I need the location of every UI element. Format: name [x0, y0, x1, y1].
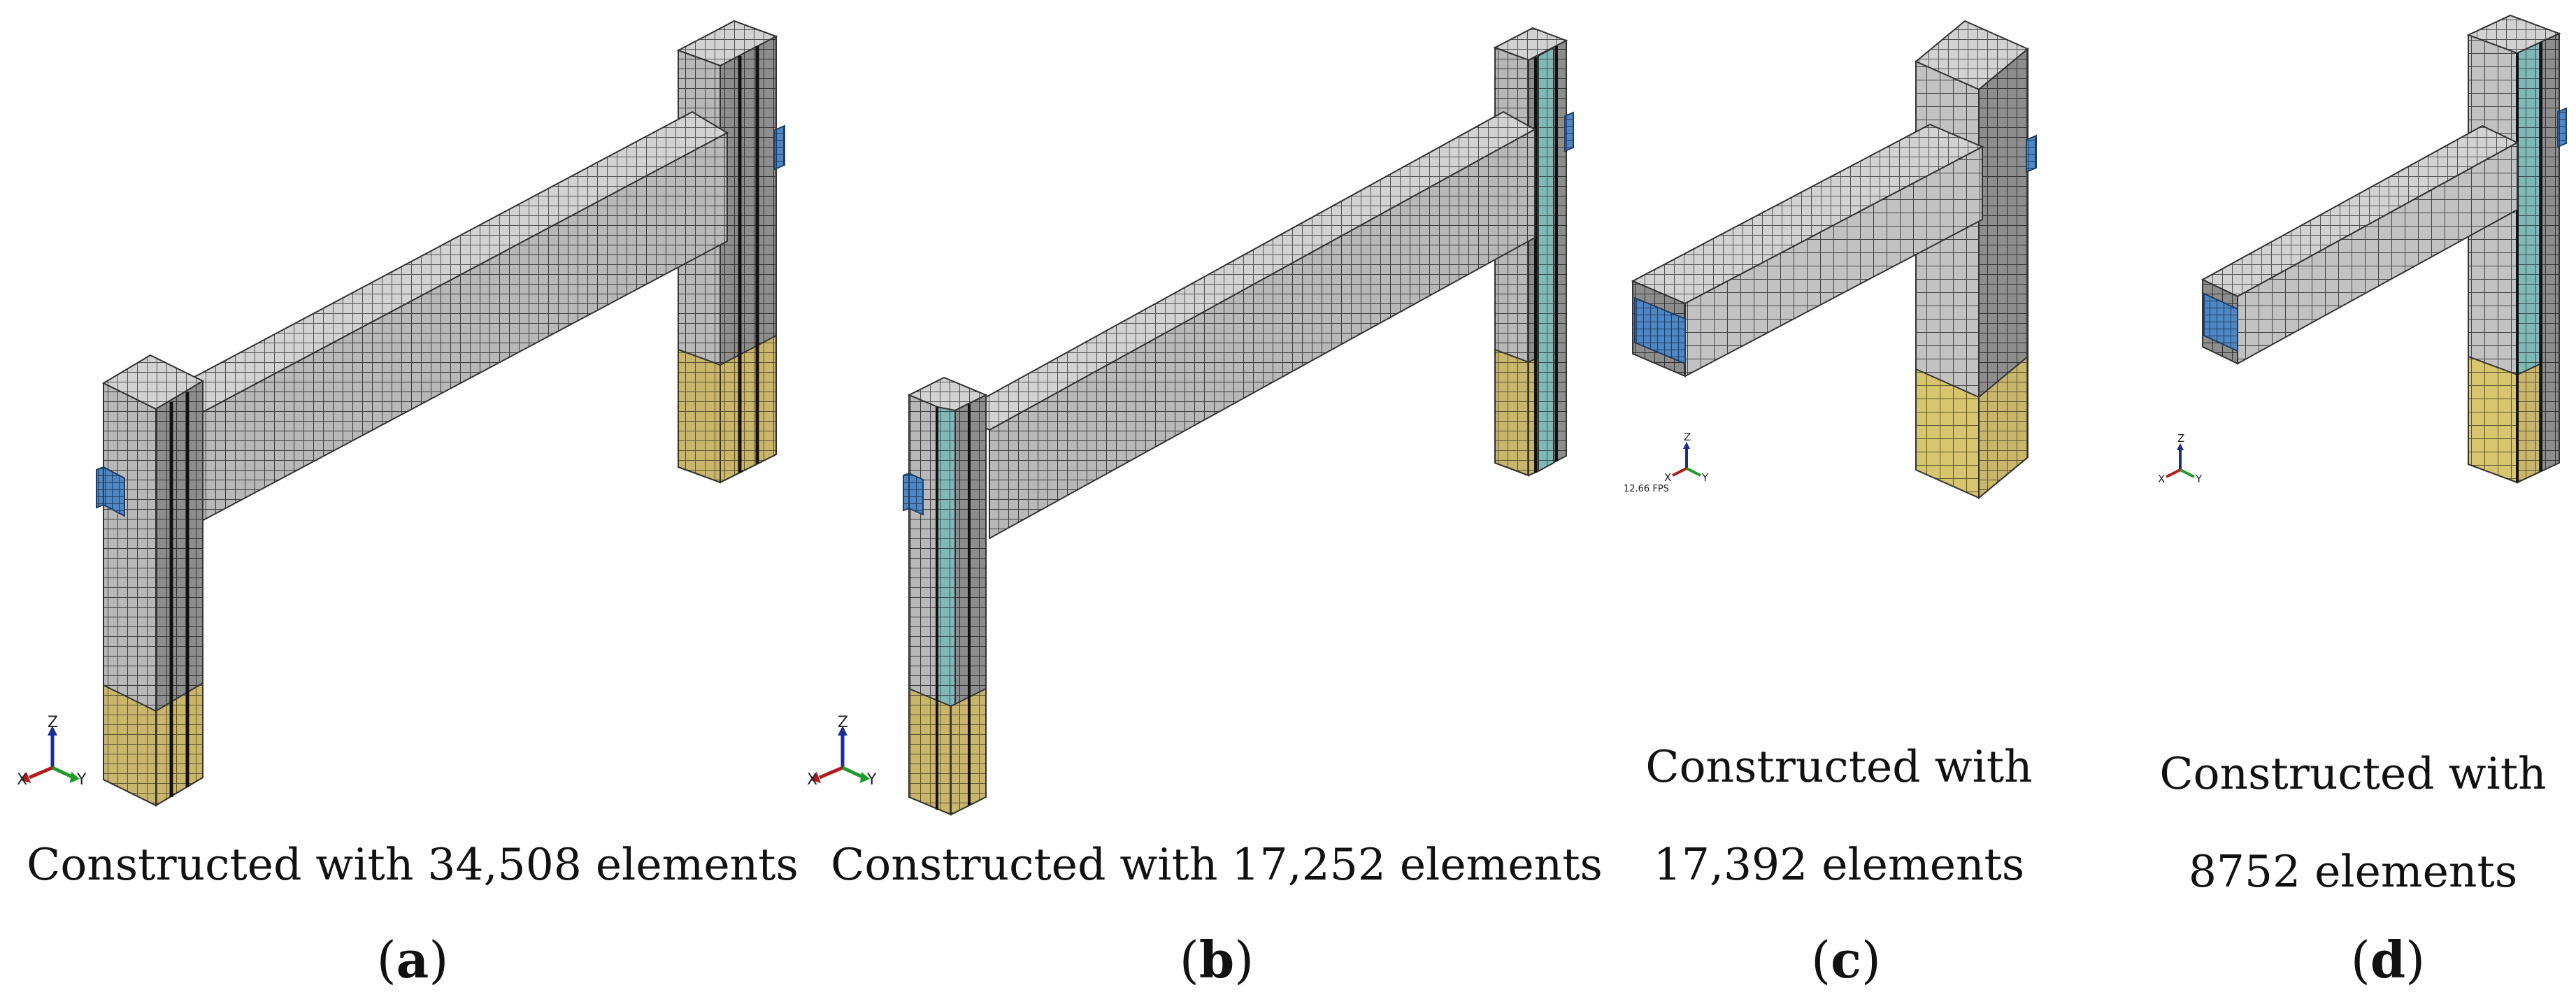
- panel-a-caption: Constructed with 34,508 elements: [27, 839, 799, 890]
- panel-c-axis-z-label: Z: [1684, 431, 1691, 443]
- panel-c-letter: c: [1831, 930, 1861, 989]
- panel-a-model: Z X Y: [17, 20, 785, 807]
- panel-b-axis-z-label: Z: [838, 714, 848, 731]
- panel-c-beam: [1631, 123, 1984, 378]
- panel-d-axis-x-label: X: [2158, 473, 2165, 485]
- panel-d-model: Z X Y: [2158, 14, 2567, 485]
- panel-b-caption: Constructed with 17,252 elements: [831, 839, 1603, 890]
- panel-c-column: [1915, 20, 2037, 500]
- panel-b-axis-triad: Z X Y: [807, 714, 877, 789]
- panel-d-label: (d): [2350, 930, 2426, 989]
- panel-b-right-column: [1493, 27, 1574, 477]
- panel-a-axis-z-label: Z: [48, 714, 58, 731]
- panel-c-axis-x-label: X: [1664, 471, 1671, 484]
- panel-d-axis-z-label: Z: [2177, 432, 2184, 445]
- panel-c-axis-triad: Z X Y: [1664, 431, 1709, 484]
- panel-c-caption-line2: 17,392 elements: [1653, 839, 2025, 890]
- panel-c-model: Z X Y: [1631, 20, 2037, 500]
- panel-a-axis-triad: Z X Y: [17, 714, 87, 789]
- panel-a-axis-y-label: Y: [76, 771, 87, 789]
- panel-b-label: (b): [1179, 930, 1254, 989]
- panel-a-label: (a): [376, 930, 449, 989]
- panel-a-axis-x-label: X: [17, 771, 27, 789]
- panel-b-axis-y-label: Y: [866, 771, 877, 789]
- panel-d-axis-triad: Z X Y: [2158, 432, 2203, 485]
- panel-b-axis-x-label: X: [807, 771, 817, 789]
- panel-b-left-column: [903, 376, 988, 816]
- panel-c-fps-readout: 12.66 FPS: [1624, 484, 1669, 494]
- panel-d-caption-line1: Constructed with: [2159, 748, 2547, 799]
- panel-c-label: (c): [1810, 930, 1882, 989]
- panel-d-beam: [2201, 124, 2519, 365]
- panel-d-letter: d: [2370, 930, 2406, 989]
- panel-b-model: Z X Y: [807, 27, 1574, 816]
- panel-a-beam: [152, 110, 729, 529]
- panel-a-right-column: [676, 20, 785, 484]
- panel-a-left-column: [96, 354, 205, 807]
- panel-d-axis-y-label: Y: [2195, 473, 2203, 485]
- panel-b-letter: b: [1198, 930, 1235, 989]
- panel-d-column: [2466, 14, 2567, 484]
- panel-b-beam: [956, 110, 1537, 540]
- panel-a-letter: a: [396, 930, 429, 989]
- panel-c-caption-line1: Constructed with: [1645, 741, 2033, 792]
- panel-c-axis-y-label: Y: [1701, 471, 1709, 484]
- panel-d-caption-line2: 8752 elements: [2188, 846, 2518, 897]
